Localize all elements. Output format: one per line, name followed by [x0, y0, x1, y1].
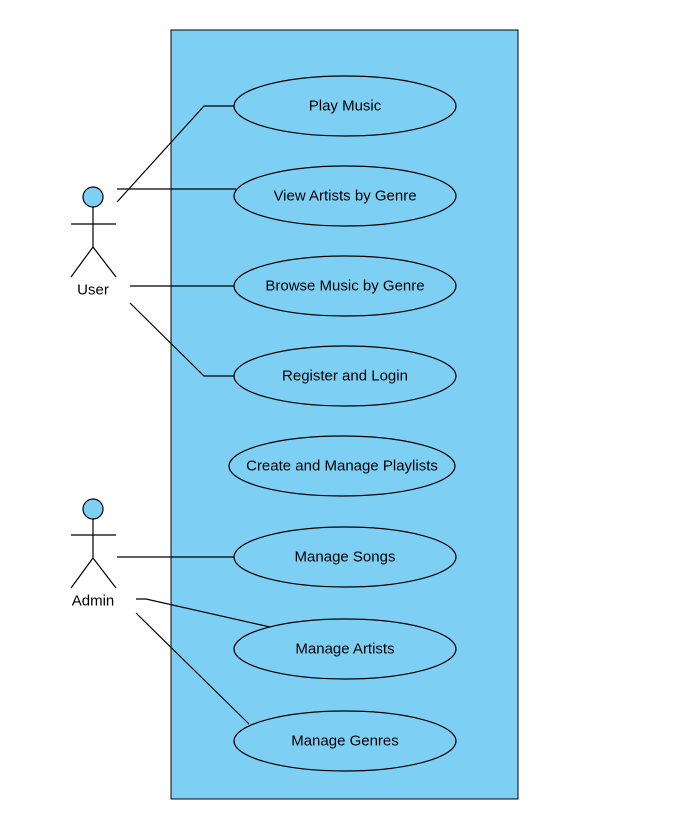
use-case-label: Play Music: [309, 98, 382, 115]
actor-right-leg: [92, 557, 117, 589]
use-case-ellipse: [233, 165, 457, 227]
actor-head-icon: [82, 186, 104, 208]
actor-user[interactable]: User: [70, 186, 117, 299]
use-case-register-and-login[interactable]: Register and Login: [233, 345, 457, 407]
use-case-label: Manage Genres: [291, 733, 399, 750]
use-case-label: Manage Artists: [295, 641, 394, 658]
use-case-play-music[interactable]: Play Music: [233, 75, 457, 137]
use-case-label: View Artists by Genre: [273, 188, 416, 205]
actor-right-leg: [92, 246, 117, 278]
use-case-ellipse: [233, 526, 457, 588]
use-case-manage-songs[interactable]: Manage Songs: [233, 526, 457, 588]
use-case-ellipse: [233, 710, 457, 772]
actor-head-icon: [82, 498, 104, 520]
use-case-ellipse: [233, 345, 457, 407]
use-case-label: Manage Songs: [295, 549, 396, 566]
use-case-manage-artists[interactable]: Manage Artists: [233, 618, 457, 680]
associations: [116, 105, 271, 725]
association-admin-manage-genres: [135, 612, 250, 725]
use-case-create-and-manage-playlists[interactable]: Create and Manage Playlists: [228, 435, 456, 497]
actor-label: Admin: [72, 593, 115, 610]
association-user-play-music: [116, 105, 236, 203]
association-user-register-and-login: [129, 302, 236, 377]
actor-label: User: [77, 282, 109, 299]
use-case-ellipse: [233, 255, 457, 317]
actor-admin[interactable]: Admin: [70, 498, 117, 610]
actor-left-leg: [70, 246, 94, 278]
association-admin-manage-artists: [136, 598, 271, 628]
use-case-ellipse: [233, 75, 457, 137]
use-case-manage-genres[interactable]: Manage Genres: [233, 710, 457, 772]
use-case-view-artists-by-genre[interactable]: View Artists by Genre: [233, 165, 457, 227]
system-boundary: [170, 29, 519, 800]
use-case-label: Register and Login: [282, 368, 408, 385]
use-case-browse-music-by-genre[interactable]: Browse Music by Genre: [233, 255, 457, 317]
use-case-ellipse: [228, 435, 456, 497]
use-case-label: Create and Manage Playlists: [246, 458, 438, 475]
use-case-ellipse: [233, 618, 457, 680]
actor-left-leg: [70, 557, 94, 589]
use-case-label: Browse Music by Genre: [265, 278, 424, 295]
